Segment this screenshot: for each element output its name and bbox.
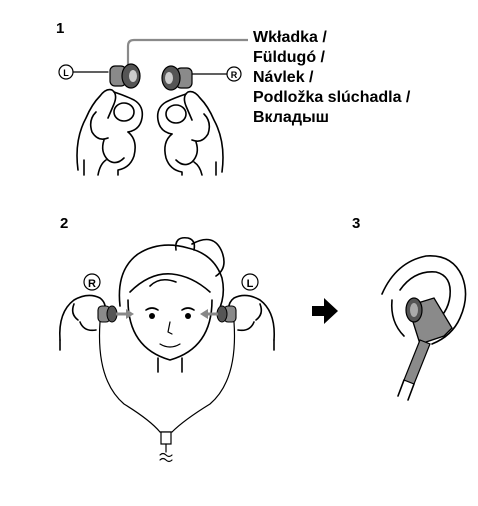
right-mark-letter: R <box>231 70 238 80</box>
ear-closeup-illustration <box>382 256 466 400</box>
step2-right-mark-letter: R <box>88 278 96 290</box>
step2-left-mark-letter: L <box>247 278 254 290</box>
head-wearing-earphones-illustration: R L <box>60 238 274 462</box>
hand-earbud-illustration: L R <box>59 40 248 175</box>
arrow-right-icon <box>312 298 338 324</box>
left-mark-letter: L <box>63 68 69 78</box>
